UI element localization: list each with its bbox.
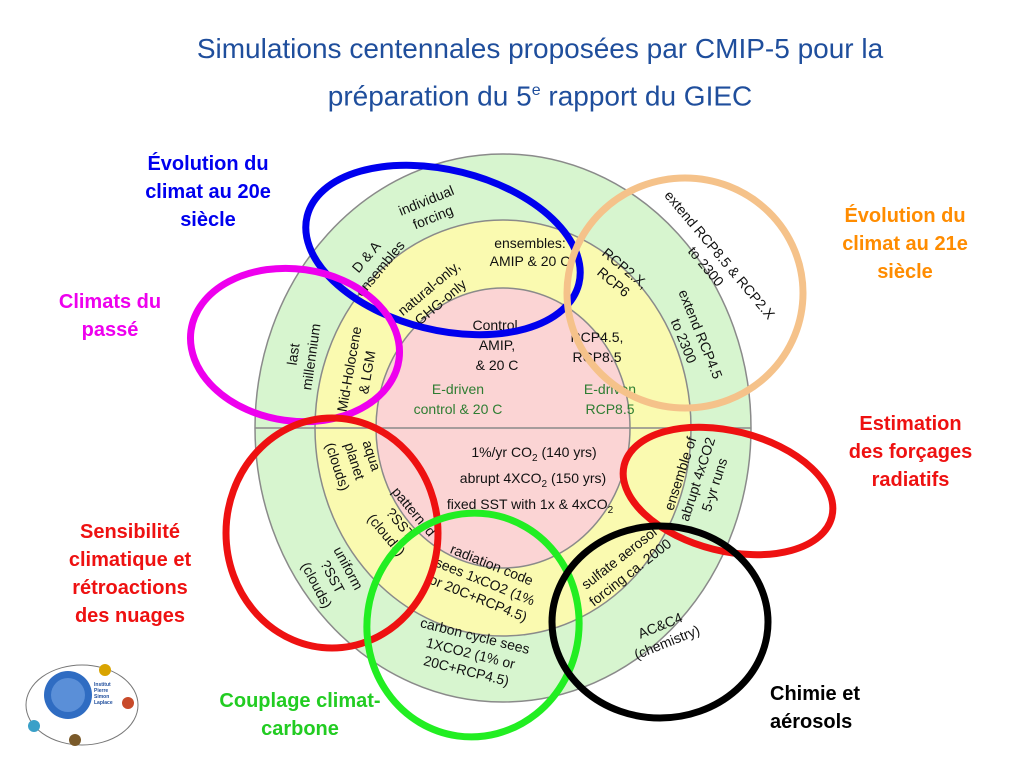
label-evolution-21e: Évolution du climat au 21e siècle <box>842 205 968 283</box>
core-fixed-sst: fixed SST with 1x & 4xCO2 <box>447 496 614 516</box>
mid-ensembles-2: AMIP & 20 C <box>490 253 571 269</box>
highlight-evolution-21e <box>563 174 807 412</box>
highlight-forcages <box>619 423 837 559</box>
logo-sun-icon <box>99 664 111 676</box>
outer-last-1: last <box>284 342 303 366</box>
logo-line-3: Simon <box>94 694 109 700</box>
title-superscript: e <box>531 82 541 99</box>
mid-ensembles-1: ensembles: <box>494 235 566 251</box>
label-forcages: Estimation des forçages radiatifs <box>848 413 973 491</box>
title-line-2-end: rapport du GIEC <box>540 80 753 112</box>
label-climats-passe: Climats du passé <box>58 291 162 341</box>
core-abrupt: abrupt 4XCO2 (150 yrs) <box>460 470 606 490</box>
label-sensibilite: Sensibilité climatique et rétroactions d… <box>68 521 192 627</box>
highlight-couplage <box>363 509 583 741</box>
title-line-2: préparation du 5e rapport du GIEC <box>120 70 960 117</box>
core-20c: & 20 C <box>476 357 519 373</box>
highlight-evolution-20e <box>302 161 584 339</box>
page-title: Simulations centennales proposées par CM… <box>120 28 960 117</box>
highlight-sensibilite <box>222 414 442 652</box>
title-line-2-text: préparation du 5 <box>327 80 532 112</box>
label-couplage: Couplage climat- carbone <box>219 690 381 740</box>
core-edriven-1b: control & 20 C <box>414 401 503 417</box>
core-edriven-2b: RCP8.5 <box>585 401 634 417</box>
ipsl-logo: Institut Pierre Simon Laplace <box>25 664 139 746</box>
logo-line-1: Institut <box>94 682 111 688</box>
logo-earth-icon <box>69 734 81 746</box>
label-chimie: Chimie et aérosols <box>770 683 861 733</box>
logo-wave-icon <box>28 720 40 732</box>
core-rcp45: RCP4.5, <box>571 329 624 345</box>
core-amip: AMIP, <box>479 337 515 353</box>
logo-line-4: Laplace <box>94 700 113 706</box>
highlight-chimie <box>548 522 772 722</box>
core-edriven-1: E-driven <box>432 381 484 397</box>
label-evolution-20e: Évolution du climat au 20e siècle <box>145 153 271 231</box>
mid-holocene-2: & LGM <box>355 349 378 395</box>
highlight-climats-passe <box>186 264 404 426</box>
logo-line-2: Pierre <box>94 688 108 694</box>
title-line-1: Simulations centennales proposées par CM… <box>196 33 884 64</box>
logo-flower-icon <box>122 697 134 709</box>
core-co2-rate: 1%/yr CO2 (140 yrs) <box>471 444 596 464</box>
